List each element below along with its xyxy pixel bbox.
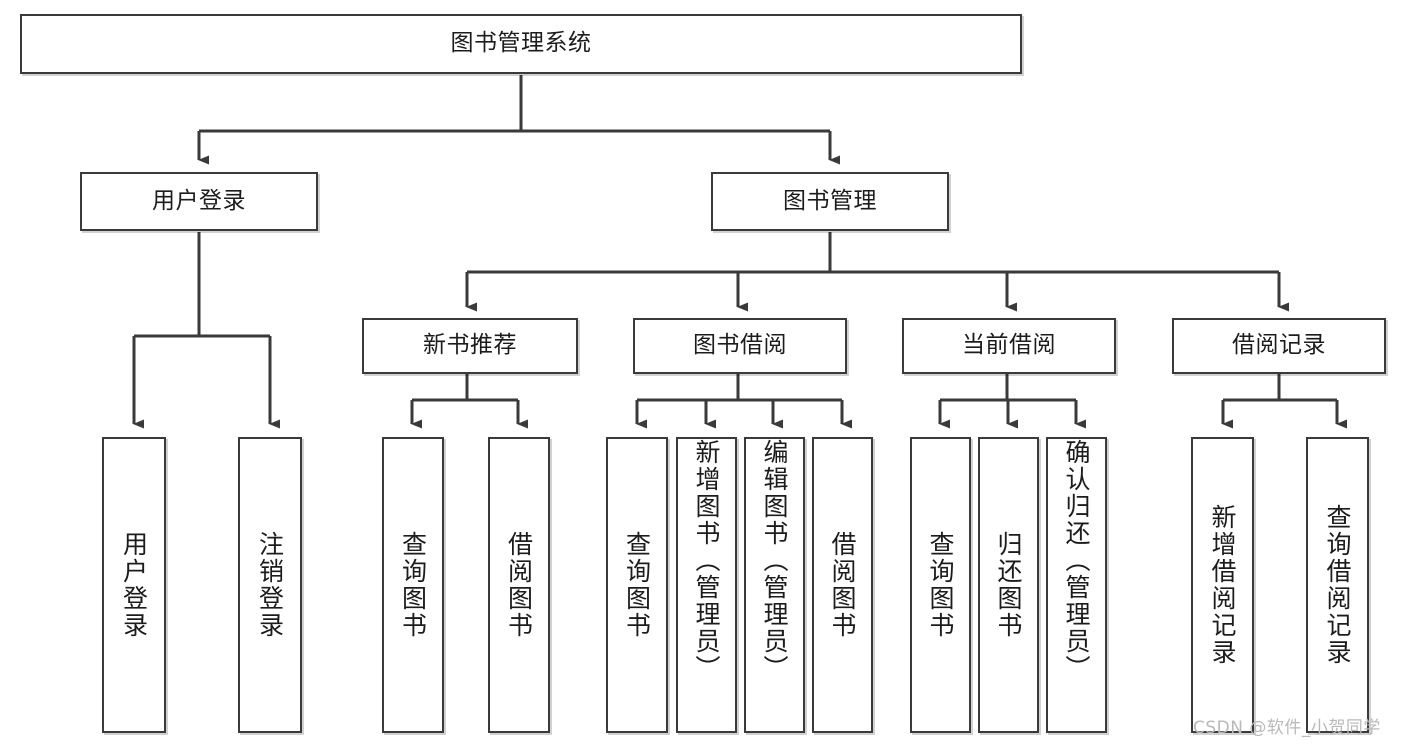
node-label: 新增图书（管理员） [692,439,721,682]
node-label: 用户登录 [119,531,149,639]
node-root-book-management-system[interactable]: 图书管理系统 [20,14,1022,74]
leaf-add-book-admin[interactable]: 新增图书（管理员） [676,437,737,733]
node-label: 图书借阅 [693,332,787,359]
node-book-borrowing[interactable]: 图书借阅 [633,318,847,374]
node-label: 归还图书 [994,531,1023,639]
leaf-confirm-return-admin[interactable]: 确认归还（管理员） [1046,437,1107,733]
node-current-borrowing[interactable]: 当前借阅 [902,318,1116,374]
csdn-watermark: CSDN @软件_小贺同学 [1193,718,1381,738]
node-label: 当前借阅 [962,332,1056,359]
node-label: 查询借阅记录 [1323,504,1352,666]
node-label: 图书管理 [783,187,877,214]
leaf-borrow-books-recommend[interactable]: 借阅图书 [488,437,550,733]
leaf-query-books-borrow[interactable]: 查询图书 [606,437,668,733]
leaf-add-borrow-record[interactable]: 新增借阅记录 [1191,437,1254,733]
node-user-login[interactable]: 用户登录 [80,172,318,231]
node-new-book-recommendation[interactable]: 新书推荐 [362,318,578,374]
node-label: 注销登录 [255,531,285,639]
node-borrowing-record[interactable]: 借阅记录 [1172,318,1386,374]
node-label: 确认归还（管理员） [1062,439,1091,682]
leaf-query-books-recommend[interactable]: 查询图书 [382,437,444,733]
leaf-user-login[interactable]: 用户登录 [102,437,166,733]
node-label: 新增借阅记录 [1208,504,1237,666]
node-label: 用户登录 [152,187,246,214]
leaf-edit-book-admin[interactable]: 编辑图书（管理员） [744,437,805,733]
leaf-logout[interactable]: 注销登录 [238,437,302,733]
node-label: 新书推荐 [423,332,517,359]
node-book-management[interactable]: 图书管理 [711,172,949,231]
node-label: 编辑图书（管理员） [760,439,789,682]
node-label: 查询图书 [622,531,652,639]
node-label: 借阅图书 [828,531,857,639]
leaf-query-borrow-record[interactable]: 查询借阅记录 [1306,437,1369,733]
node-label: 查询图书 [398,531,428,639]
node-label: 借阅图书 [504,531,534,639]
leaf-return-books[interactable]: 归还图书 [978,437,1039,733]
node-label: 借阅记录 [1232,332,1326,359]
leaf-query-books-current[interactable]: 查询图书 [910,437,971,733]
node-label: 图书管理系统 [450,30,592,57]
node-label: 查询图书 [926,531,955,639]
leaf-borrow-books-borrow[interactable]: 借阅图书 [812,437,873,733]
